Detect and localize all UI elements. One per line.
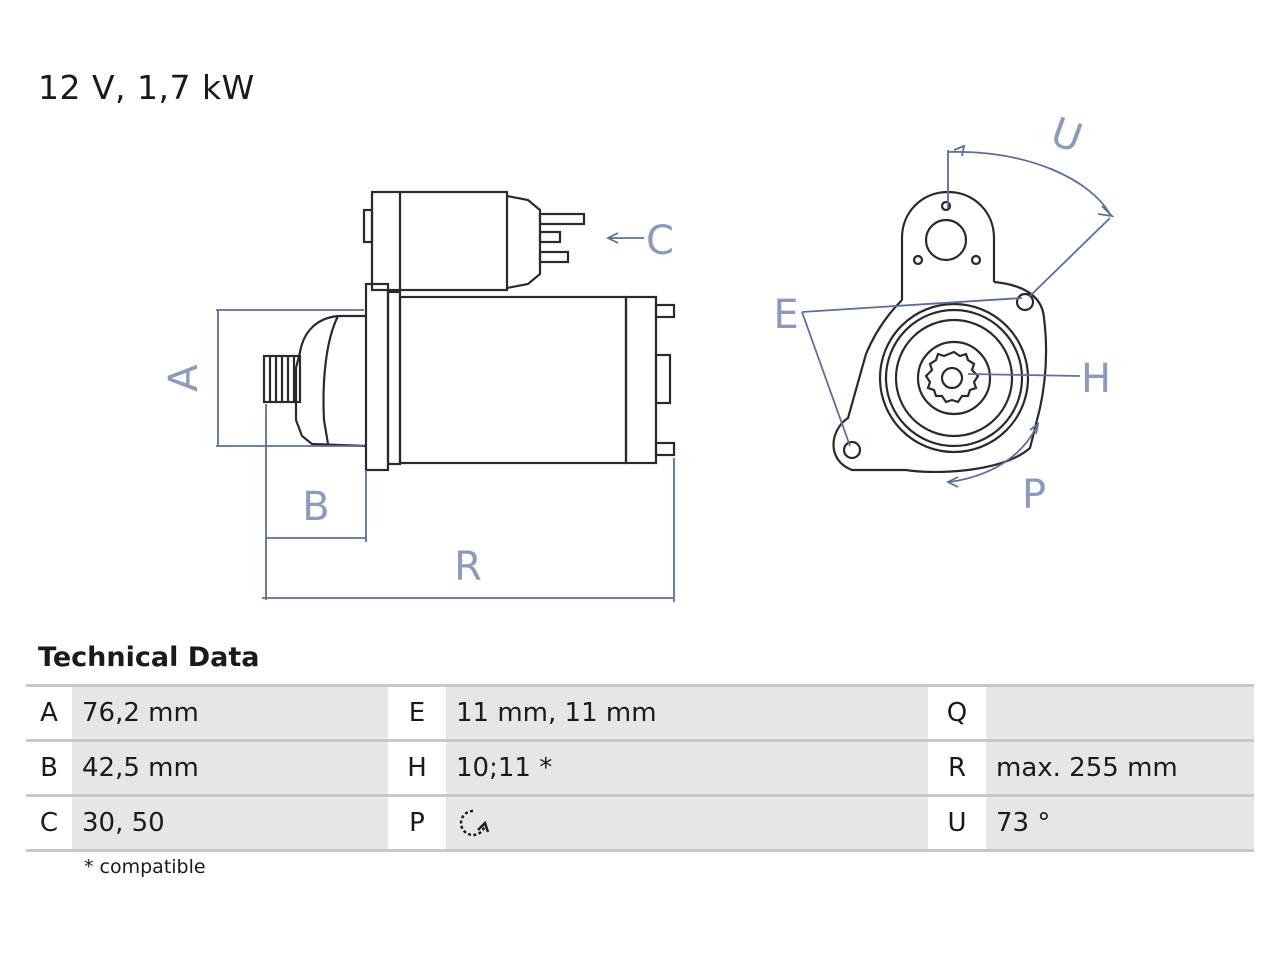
label-b: B (302, 484, 329, 530)
spec-value: 11 mm, 11 mm (446, 684, 928, 742)
spec-value: 10;11 * (446, 740, 928, 797)
spec-value: 76,2 mm (72, 684, 388, 742)
spec-value (986, 684, 1254, 742)
spec-key: H (388, 740, 446, 797)
side-view (262, 190, 676, 472)
table-row: C 30, 50 P U 73 ° (26, 795, 1254, 852)
label-c: C (646, 218, 674, 264)
dimension-lines (216, 232, 675, 602)
label-u: U (1045, 109, 1088, 162)
front-view-callouts (801, 144, 1115, 488)
technical-data-table: A 76,2 mm E 11 mm, 11 mm Q B 42,5 mm H 1… (26, 684, 1254, 852)
label-r: R (454, 544, 482, 590)
starter-motor-drawing: A B R C U E H P (161, 109, 1115, 602)
table-row: A 76,2 mm E 11 mm, 11 mm Q (26, 684, 1254, 742)
spec-key: Q (928, 684, 986, 742)
label-a: A (161, 364, 207, 392)
spec-value: max. 255 mm (986, 740, 1254, 797)
spec-key: C (26, 795, 72, 852)
spec-value: 42,5 mm (72, 740, 388, 797)
spec-key: P (388, 795, 446, 852)
table-row: B 42,5 mm H 10;11 * R max. 255 mm (26, 740, 1254, 797)
spec-value: 30, 50 (72, 795, 388, 852)
spec-key: E (388, 684, 446, 742)
spec-key: A (26, 684, 72, 742)
label-h: H (1081, 356, 1111, 402)
rotation-direction-icon (459, 809, 490, 837)
spec-title: 12 V, 1,7 kW (38, 68, 255, 107)
spec-value (446, 795, 928, 852)
technical-data-heading: Technical Data (38, 642, 260, 673)
spec-key: U (928, 795, 986, 852)
spec-key: B (26, 740, 72, 797)
spec-value: 73 ° (986, 795, 1254, 852)
spec-key: R (928, 740, 986, 797)
footnote: * compatible (84, 856, 206, 878)
label-e: E (773, 292, 798, 338)
front-view (832, 190, 1048, 474)
label-p: P (1022, 472, 1046, 518)
